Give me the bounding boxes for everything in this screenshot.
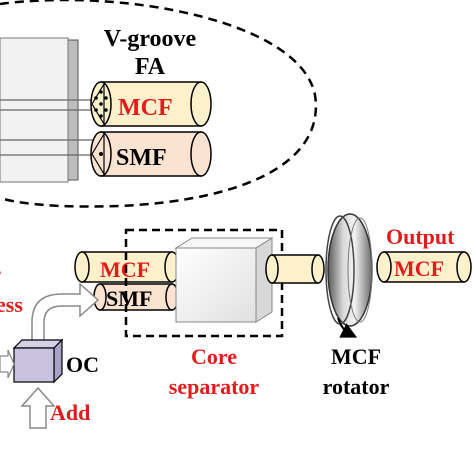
drop-label-partial: ess (0, 292, 23, 317)
core-separator-label-line2: separator (169, 374, 260, 399)
zoom-ellipse (0, 0, 318, 208)
core-separator-block (174, 237, 274, 323)
add-arrow (20, 386, 56, 429)
partial-red-mark: , (0, 254, 2, 279)
v-groove-label: V-groove (104, 26, 197, 52)
output-mcf-label: MCF (394, 256, 444, 281)
main-smf-fiber (93, 283, 179, 311)
rotator-label-line2: rotator (323, 374, 390, 399)
v-groove-block (0, 37, 100, 183)
left-input-arrow (0, 349, 15, 379)
mid-mcf-fiber (265, 254, 325, 284)
oc-label: OC (66, 352, 99, 377)
output-label: Output (386, 224, 455, 249)
main-smf-label: SMF (106, 286, 152, 311)
output-mcf-fiber (376, 251, 472, 283)
add-label: Add (50, 400, 90, 425)
zoom-smf-fiber (90, 131, 212, 177)
fa-label: FA (135, 54, 166, 80)
mcf-rotator (325, 213, 373, 338)
oc-cube (12, 338, 64, 384)
zoom-mcf-fiber (90, 81, 212, 127)
zoom-smf-label: SMF (116, 145, 167, 171)
oc-to-smf-arrow (31, 282, 100, 343)
zoom-mcf-label: MCF (118, 95, 173, 121)
core-separator-label-line1: Core (191, 344, 237, 369)
rotator-label-line1: MCF (331, 344, 381, 369)
